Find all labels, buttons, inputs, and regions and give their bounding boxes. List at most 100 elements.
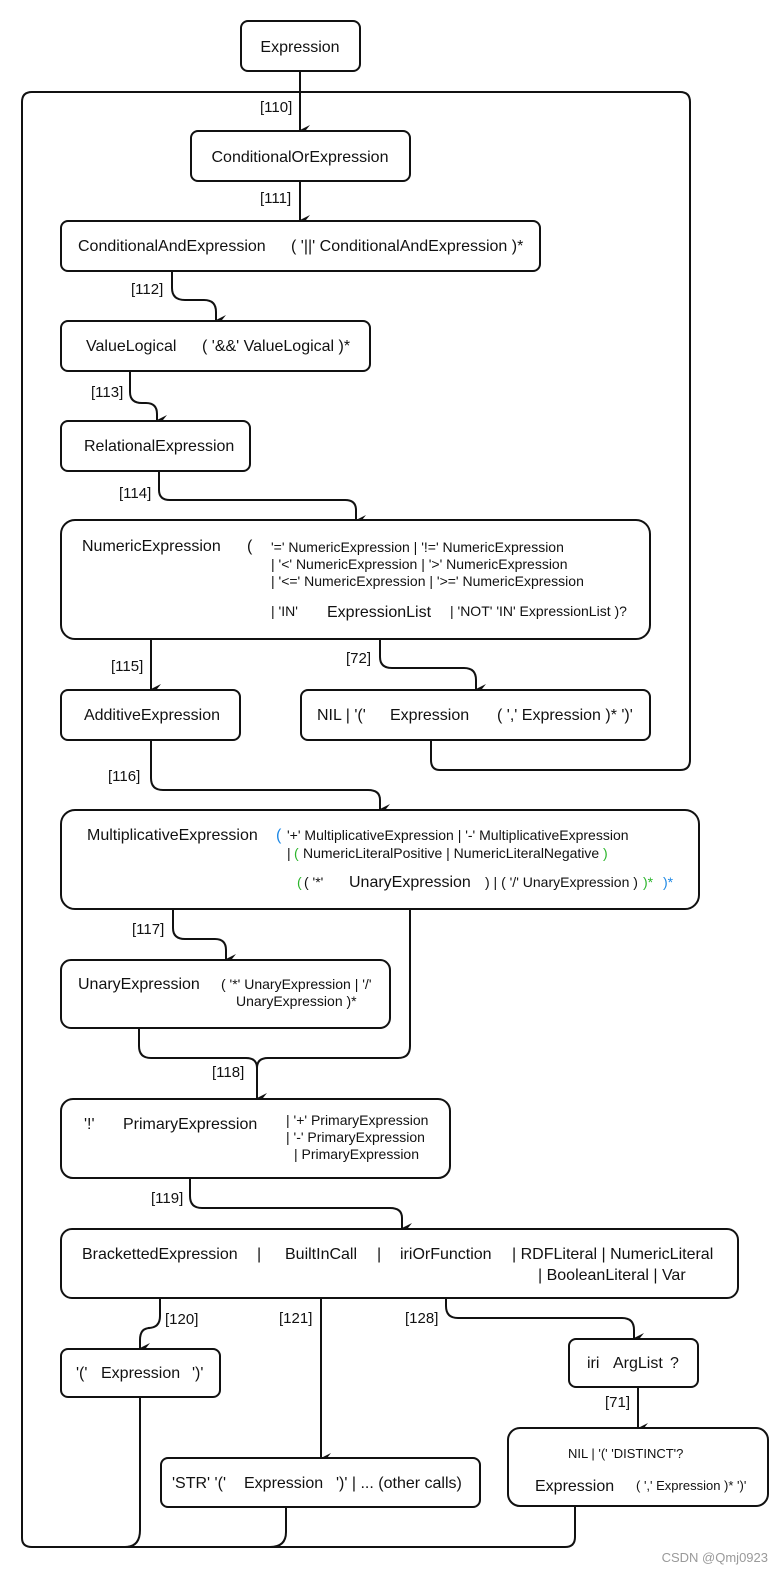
node-value-logical: ValueLogical (86, 338, 176, 355)
node-conditional-and: ConditionalAndExpression (78, 238, 266, 255)
node-nil-suffix: ( ',' Expression )* ')' (497, 707, 633, 724)
edge-label-72: [72] (346, 650, 371, 667)
node-expression-list: ExpressionList (327, 604, 432, 621)
node-primary-rule-3: | PrimaryExpression (294, 1146, 419, 1162)
node-unary-rule-1: ( '*' UnaryExpression | '/' (221, 976, 372, 992)
edge-117 (172, 850, 236, 964)
node-primary-alt-1: | RDFLiteral | NumericLiteral (512, 1246, 713, 1263)
node-bar-2: | (377, 1246, 381, 1263)
edge-label-114: [114] (119, 485, 151, 502)
node-bracket-close: ')' (192, 1365, 203, 1382)
edge-label-116: [116] (108, 768, 140, 785)
node-mult-unary: UnaryExpression (349, 874, 471, 891)
node-value-logical-rule: ( '&&' ValueLogical )* (202, 338, 350, 355)
edge-label-117: [117] (132, 921, 164, 938)
node-arg-list: ArgList (613, 1355, 663, 1372)
node-additive-box (60, 689, 241, 741)
node-bar-1: | (257, 1246, 261, 1263)
loop-from-str-expr (269, 1492, 287, 1548)
node-expression-top: Expression (260, 39, 339, 56)
node-mult-rule-2-close: ) (603, 845, 608, 861)
node-mult-rule-2-body: NumericLiteralPositive | NumericLiteralN… (303, 845, 599, 861)
edge-label-110: [110] (260, 99, 292, 116)
node-mult-rule-2-open: ( (294, 845, 299, 861)
watermark: CSDN @Qmj0923 (662, 1550, 768, 1565)
node-str-suffix: ')' | ... (other calls) (336, 1475, 462, 1492)
node-numeric-box (60, 519, 651, 640)
edge-112 (171, 262, 226, 325)
node-nil-prefix: NIL | '(' (317, 707, 366, 724)
edge-label-115: [115] (111, 658, 143, 675)
edge-114 (158, 462, 366, 525)
edge-label-120: [120] (165, 1311, 198, 1328)
node-str-box (160, 1457, 481, 1508)
node-mult-rule-3-a: ( '*' (304, 874, 323, 890)
node-numeric-in: | 'IN' (271, 603, 298, 619)
node-unary-rule-2: UnaryExpression )* (236, 993, 357, 1009)
edge-118-left (138, 998, 258, 1069)
node-primary-box (60, 1098, 451, 1179)
node-numeric-not-in: | 'NOT' 'IN' ExpressionList )? (450, 603, 627, 619)
node-numeric: NumericExpression (82, 538, 221, 555)
edge-119 (189, 1140, 412, 1233)
node-conditional-and-rule: ( '||' ConditionalAndExpression )* (291, 238, 523, 255)
node-nil-box (300, 689, 651, 741)
node-relational-box (60, 420, 251, 472)
node-arglist-rule-2: ( ',' Expression )* ')' (636, 1478, 746, 1493)
node-primary-alt-2: | BooleanLiteral | Var (538, 1267, 686, 1284)
node-iri: iri (587, 1355, 599, 1372)
node-additive: AdditiveExpression (84, 707, 220, 724)
edge-label-118: [118] (212, 1064, 244, 1081)
node-arglist-expression: Expression (535, 1478, 614, 1495)
edge-118-right (256, 900, 411, 1069)
edge-120 (139, 1268, 161, 1353)
node-multiplicative-box (60, 809, 700, 910)
node-str-expression: Expression (244, 1475, 323, 1492)
edge-label-113: [113] (91, 384, 123, 401)
node-mult-rule-3-b: ) | ( '/' UnaryExpression ) (485, 874, 638, 890)
node-bracket-expression: Expression (101, 1365, 180, 1382)
node-iri-or-function: iriOrFunction (400, 1246, 492, 1263)
node-builtin-box (60, 1228, 739, 1299)
node-numeric-rule-3: | '<=' NumericExpression | '>=' NumericE… (271, 573, 584, 589)
edge-label-119: [119] (151, 1190, 183, 1207)
node-arglist-box (507, 1427, 769, 1507)
node-numeric-paren: ( (247, 538, 253, 555)
edge-128 (445, 1268, 644, 1343)
node-mult-rule-2-bar: | (287, 845, 291, 861)
node-unary-box (60, 959, 391, 1029)
node-primary-not: '!' (84, 1116, 95, 1133)
node-unary: UnaryExpression (78, 976, 200, 993)
edge-72 (379, 624, 486, 694)
node-arglist-rule-1: NIL | '(' 'DISTINCT'? (568, 1446, 683, 1461)
edge-label-111: [111] (260, 190, 291, 207)
node-mult-rule-1: '+' MultiplicativeExpression | '-' Multi… (287, 827, 629, 843)
node-mult-rule-3-open: ( (297, 874, 302, 890)
node-bracketted: BrackettedExpression (82, 1246, 238, 1263)
node-bracket-open: '(' (76, 1365, 87, 1382)
node-numeric-rule-2: | '<' NumericExpression | '>' NumericExp… (271, 556, 568, 572)
node-arglist-small-box (568, 1338, 699, 1388)
node-primary: PrimaryExpression (123, 1116, 257, 1133)
recursion-loop-left-line (21, 91, 576, 1548)
node-value-logical-box (60, 320, 371, 372)
node-relational: RelationalExpression (84, 438, 234, 455)
node-conditional-or: ConditionalOrExpression (212, 149, 389, 166)
node-primary-rule-1: | '+' PrimaryExpression (286, 1112, 428, 1128)
edge-label-112: [112] (131, 281, 163, 298)
node-primary-rule-2: | '-' PrimaryExpression (286, 1129, 425, 1145)
node-nil-expression: Expression (390, 707, 469, 724)
node-conditional-or-box (190, 130, 411, 182)
node-mult-open: ( (276, 827, 282, 844)
edge-label-121: [121] (279, 1310, 312, 1327)
node-multiplicative: MultiplicativeExpression (87, 827, 258, 844)
edge-label-128: [128] (405, 1310, 438, 1327)
node-bracket-box (60, 1348, 221, 1398)
edge-113 (129, 362, 167, 425)
node-builtin: BuiltInCall (285, 1246, 357, 1263)
node-mult-close: )* (663, 874, 674, 890)
recursion-loop-line (300, 91, 691, 771)
edge-label-71: [71] (605, 1394, 630, 1411)
node-numeric-rule-1: '=' NumericExpression | '!=' NumericExpr… (271, 539, 564, 555)
